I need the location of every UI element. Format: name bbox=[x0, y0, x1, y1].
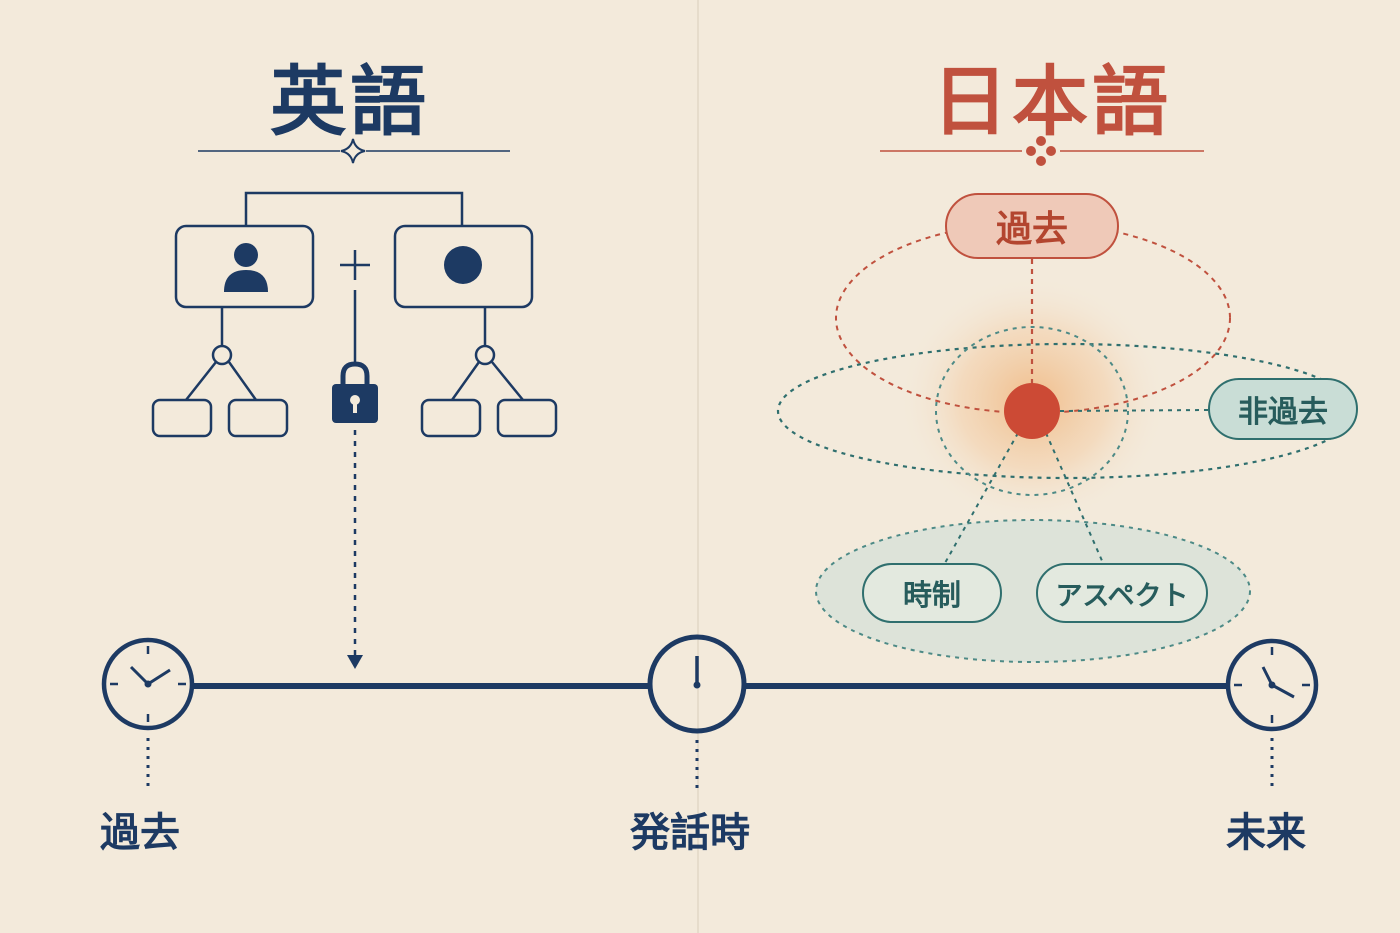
lock-icon bbox=[332, 361, 378, 423]
title-japanese: 日本語 bbox=[932, 57, 1172, 146]
connector-nonpast bbox=[1059, 409, 1209, 412]
clock-past-icon bbox=[101, 637, 195, 731]
dot-icon bbox=[444, 246, 482, 284]
structure-diagram bbox=[151, 191, 558, 438]
inner-orbit bbox=[935, 326, 1129, 496]
timeline-label-speech-time: 発話時 bbox=[630, 809, 750, 856]
connector-aspect bbox=[1045, 432, 1104, 564]
past-orbit bbox=[835, 222, 1231, 414]
connector-tense bbox=[944, 432, 1019, 564]
timeline-label-future: 未来 bbox=[1226, 809, 1306, 856]
object-box bbox=[393, 224, 534, 309]
person-icon bbox=[224, 243, 268, 292]
title-english: 英語 bbox=[270, 57, 430, 146]
clock-future-icon bbox=[1225, 638, 1319, 732]
title-divider-right bbox=[880, 136, 1204, 166]
label-nonpast-pill: 非過去 bbox=[1208, 378, 1358, 440]
center-node bbox=[1004, 383, 1060, 439]
clock-now-icon bbox=[647, 634, 747, 734]
arrow-head-icon bbox=[347, 655, 363, 669]
plus-icon bbox=[340, 250, 370, 280]
timeline-label-past: 過去 bbox=[100, 809, 180, 856]
timeline-dotted-drops bbox=[146, 738, 1274, 792]
tense-aspect-region bbox=[815, 519, 1251, 663]
label-tense-pill: 時制 bbox=[862, 563, 1002, 623]
subject-box bbox=[174, 224, 315, 309]
title-divider-left bbox=[198, 138, 510, 164]
label-past-pill: 過去 bbox=[945, 193, 1119, 259]
label-aspect-pill: アスペクト bbox=[1036, 563, 1208, 623]
